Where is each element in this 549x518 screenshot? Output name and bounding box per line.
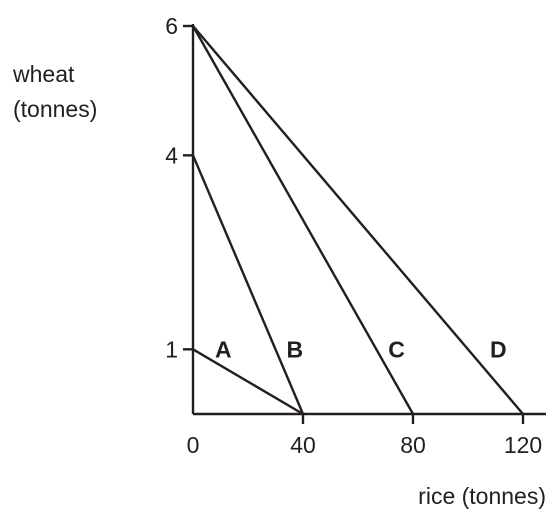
y-tick-label: 1	[165, 336, 178, 362]
x-tick-label: 0	[187, 432, 200, 458]
y-axis-title-line-2: (tonnes)	[13, 96, 97, 122]
axis-ticks: 1 4 6 0 40 80 120	[165, 13, 542, 458]
ppf-line-a	[191, 348, 305, 416]
x-tick-label: 40	[290, 432, 316, 458]
ppf-line-d	[191, 24, 525, 416]
series-label-b: B	[286, 336, 303, 362]
series-labels: A B C D	[215, 336, 507, 362]
series-label-a: A	[215, 336, 232, 362]
x-axis-title: rice (tonnes)	[418, 483, 546, 509]
ppf-line-b	[191, 154, 305, 416]
series-label-c: C	[388, 336, 405, 362]
y-tick-label: 6	[165, 13, 178, 39]
x-tick-label: 120	[504, 432, 542, 458]
y-tick-label: 4	[165, 142, 178, 168]
y-axis-title-line-1: wheat	[12, 61, 75, 87]
ppf-line-c	[191, 24, 415, 416]
ppf-lines	[191, 24, 525, 416]
x-tick-label: 80	[400, 432, 426, 458]
series-label-d: D	[490, 336, 507, 362]
axis-titles: wheat (tonnes) rice (tonnes)	[12, 61, 546, 509]
